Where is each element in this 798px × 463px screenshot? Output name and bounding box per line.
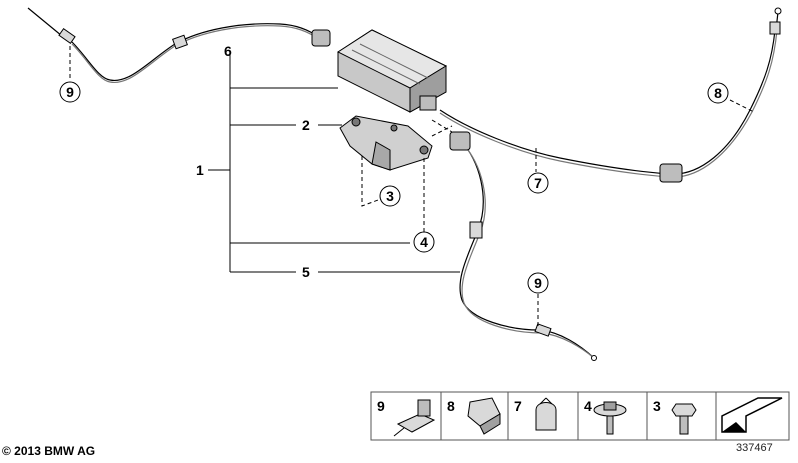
callout-6: 6	[224, 43, 232, 59]
callout-8-circle: 8	[707, 82, 729, 104]
direction-arrow-icon	[721, 397, 783, 433]
part-8-clip-icon	[467, 397, 501, 435]
cable-left-end-fitting	[58, 28, 331, 50]
leader-lines	[69, 46, 755, 326]
strip-label-3: 3	[653, 398, 661, 414]
part-7-clamp-icon	[535, 397, 557, 431]
callout-5: 5	[302, 264, 310, 280]
callout-2: 2	[302, 117, 310, 133]
callout-9-left-circle: 9	[59, 81, 81, 103]
bracket	[339, 115, 433, 171]
callout-9-right: 9	[534, 275, 542, 291]
copyright-notice: © 2013 BMW AG	[2, 444, 96, 458]
diagram-number: 337467	[736, 442, 773, 454]
callout-3: 3	[386, 188, 394, 204]
callout-4-circle: 4	[413, 231, 435, 253]
callout-7-circle: 7	[527, 172, 549, 194]
cable-lower	[459, 139, 595, 359]
parking-brake-actuator	[336, 29, 448, 113]
strip-label-4: 4	[584, 398, 592, 414]
part-3-hex-bolt-icon	[671, 403, 697, 435]
strip-label-9: 9	[377, 398, 385, 414]
callout-9-right-circle: 9	[527, 272, 549, 294]
callout-8: 8	[714, 85, 722, 101]
strip-label-8: 8	[447, 398, 455, 414]
part-9-cable-holder-icon	[393, 399, 436, 437]
part-4-collar-screw-icon	[593, 401, 627, 435]
strip-label-7: 7	[514, 398, 522, 414]
callout-3-circle: 3	[379, 185, 401, 207]
cable-right-fittings	[659, 7, 782, 183]
callout-7: 7	[534, 175, 542, 191]
callout-9-left: 9	[66, 84, 74, 100]
small-parts-strip: 9 8 7 4 3	[370, 391, 790, 441]
cable-left	[27, 7, 321, 83]
callout-4: 4	[420, 234, 428, 250]
callout-1: 1	[196, 162, 204, 178]
cable-lower-fittings	[449, 131, 597, 361]
